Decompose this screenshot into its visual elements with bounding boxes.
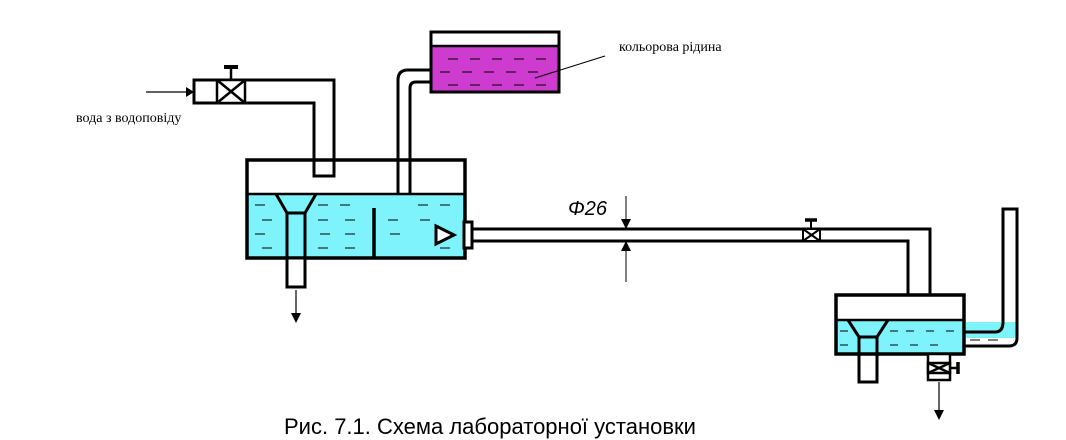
- figure-caption: Рис. 7.1. Схема лабораторної установки: [284, 414, 696, 439]
- main-tank-water: [247, 194, 465, 258]
- dye-label-leader: [534, 55, 606, 79]
- main-tank: [245, 158, 467, 323]
- receiving-funnel: [846, 319, 890, 384]
- colored-liquid-label: кольорова рідина: [619, 40, 722, 55]
- inlet-pipe: [146, 65, 336, 178]
- level-gauge-tube: [964, 207, 1019, 348]
- dye-tank: [429, 30, 561, 94]
- receiving-tank-water: [836, 320, 964, 354]
- test-pipe: [472, 227, 932, 295]
- drain-valve: [926, 352, 960, 382]
- inlet-valve: [215, 65, 247, 105]
- main-tank-wall: [245, 158, 467, 260]
- dye-tank-wall: [429, 30, 561, 94]
- receiving-tank: [834, 293, 966, 420]
- pipe-valve: [802, 218, 821, 242]
- dye-nozzle: [434, 220, 474, 250]
- dye-liquid: [431, 46, 559, 92]
- diameter-label: Φ26: [568, 198, 607, 220]
- water-source-label: вода з водоповіду: [76, 111, 182, 126]
- main-tank-dashes: [255, 204, 450, 249]
- receiving-tank-dashes: [840, 330, 954, 346]
- dye-liquid-dashes: [440, 58, 546, 86]
- receiving-tank-wall: [834, 293, 966, 356]
- flow-apparatus-diagram: [146, 30, 1019, 420]
